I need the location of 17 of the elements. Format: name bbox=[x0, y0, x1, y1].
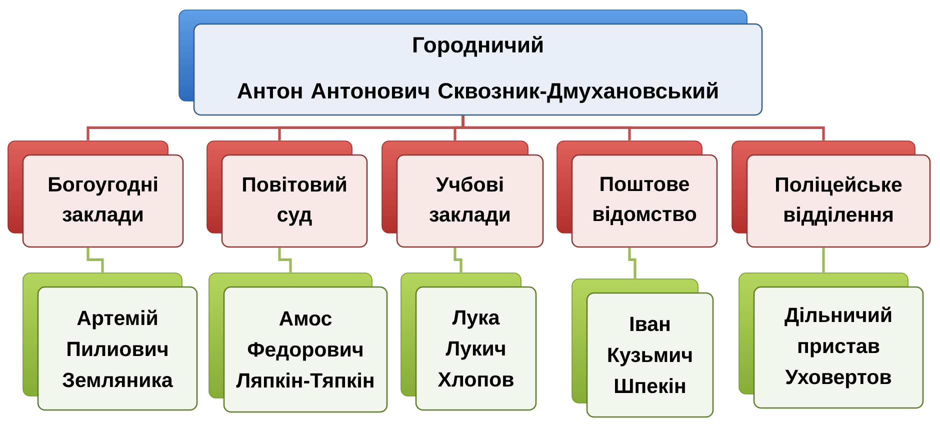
connector-line bbox=[278, 248, 292, 272]
connector-line bbox=[454, 248, 462, 272]
department-box: Учбові заклади bbox=[382, 140, 544, 248]
official-box: Дільничий пристав Уховертов bbox=[738, 272, 924, 409]
official-box: Іван Кузьмич Шпекін bbox=[572, 278, 714, 418]
official-box: Артемій Пилиович Земляника bbox=[22, 272, 198, 411]
head-box: Городничий Антон Антонович Сквозник-Дмухановський bbox=[178, 10, 763, 116]
department-box: Поштове відомство bbox=[556, 140, 718, 248]
department-box: Богоугодні заклади bbox=[8, 140, 184, 248]
department-box: Повітовий суд bbox=[206, 140, 368, 248]
connector-line bbox=[628, 248, 636, 278]
connector-line bbox=[822, 248, 825, 272]
connector-line bbox=[462, 116, 825, 140]
official-box: Лука Лукич Хлопов bbox=[400, 272, 537, 411]
connector-line bbox=[86, 248, 104, 272]
official-box: Амос Федорович Ляпкін-Тяпкін bbox=[208, 272, 388, 413]
department-box: Поліцейське відділення bbox=[732, 140, 931, 248]
